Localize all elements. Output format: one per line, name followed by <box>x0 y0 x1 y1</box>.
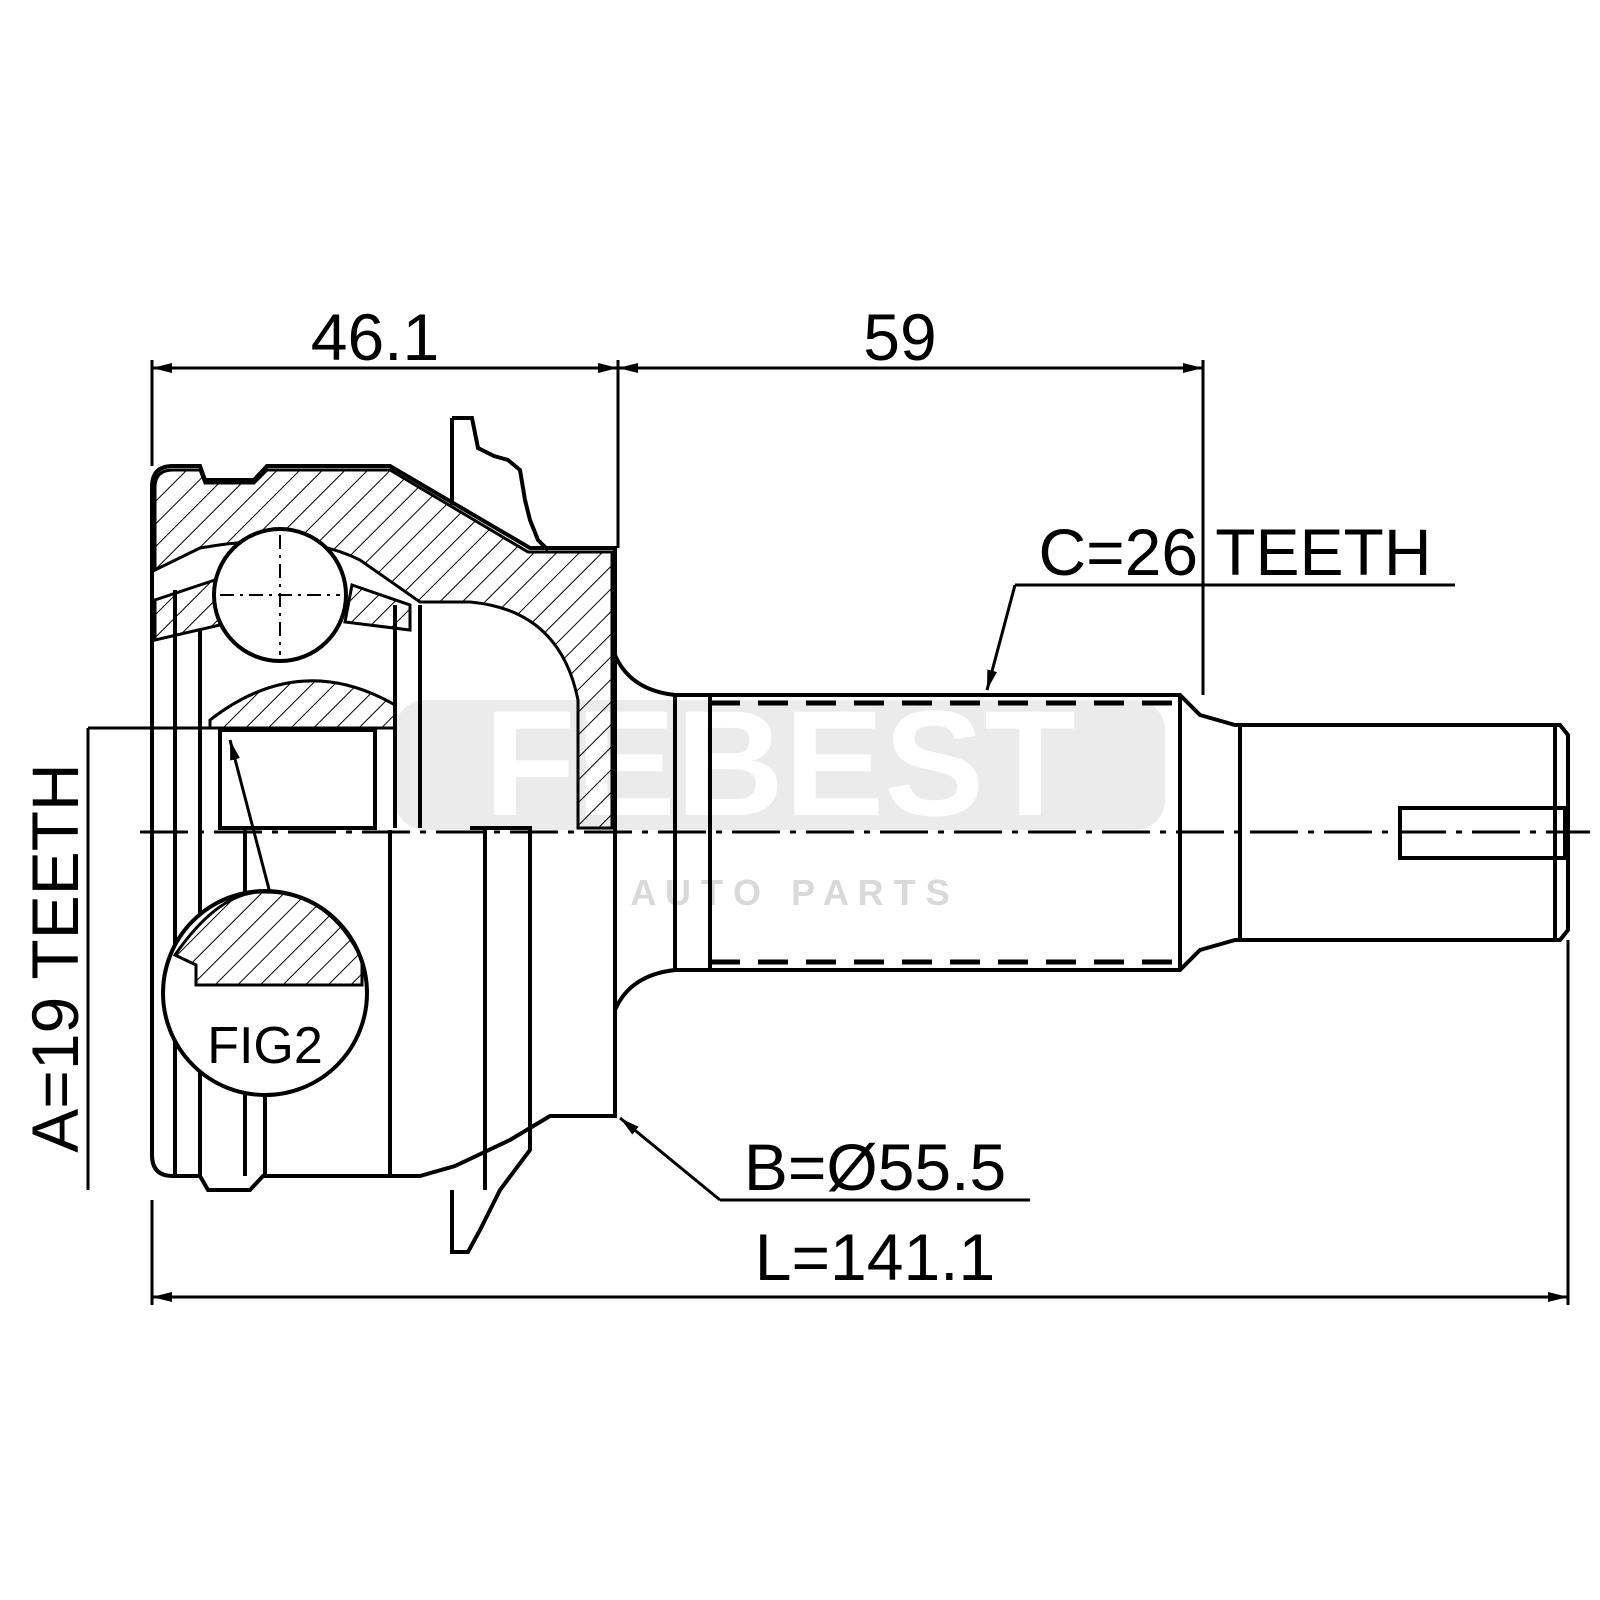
inner-race-bore <box>218 728 377 830</box>
fig2-hatch <box>172 890 364 987</box>
abs-ring-upper <box>452 416 550 552</box>
label-a-teeth: A=19 TEETH <box>18 763 92 1152</box>
label-b-diameter: B=Ø55.5 <box>744 1130 1006 1204</box>
fig2-label: FIG2 <box>207 1017 323 1075</box>
dim-label-59: 59 <box>863 300 936 374</box>
abs-ring-lower <box>450 826 532 1254</box>
fig2-leader <box>228 739 272 894</box>
callout-spline-a <box>86 726 220 1190</box>
ball <box>212 527 348 663</box>
cage-section <box>208 679 397 730</box>
housing-outline <box>150 464 617 1192</box>
leader-c <box>985 584 1017 691</box>
watermark: FEBEST A U T O P A R T S <box>395 679 1165 913</box>
abs-ring <box>450 416 550 1254</box>
label-c-teeth: C=26 TEETH <box>1038 515 1431 589</box>
dimension-total-length <box>150 940 1570 1305</box>
callout-spline-c <box>985 583 1455 691</box>
inner-race-section-right <box>343 583 412 632</box>
inner-race-section-left <box>153 577 222 642</box>
dimension-shaft-length <box>618 360 1205 695</box>
label-total-length: L=141.1 <box>755 1220 995 1294</box>
outer-housing <box>150 464 617 1192</box>
dim-label-46: 46.1 <box>311 300 439 374</box>
fig2-detail: FIG2 <box>161 739 369 1097</box>
watermark-subtext: A U T O P A R T S <box>630 872 949 913</box>
section-hatch <box>153 468 614 830</box>
inner-race <box>218 605 422 830</box>
leader-b <box>619 1116 721 1202</box>
callout-diameter-b <box>619 1116 1030 1202</box>
dimension-outer-length <box>150 360 620 548</box>
